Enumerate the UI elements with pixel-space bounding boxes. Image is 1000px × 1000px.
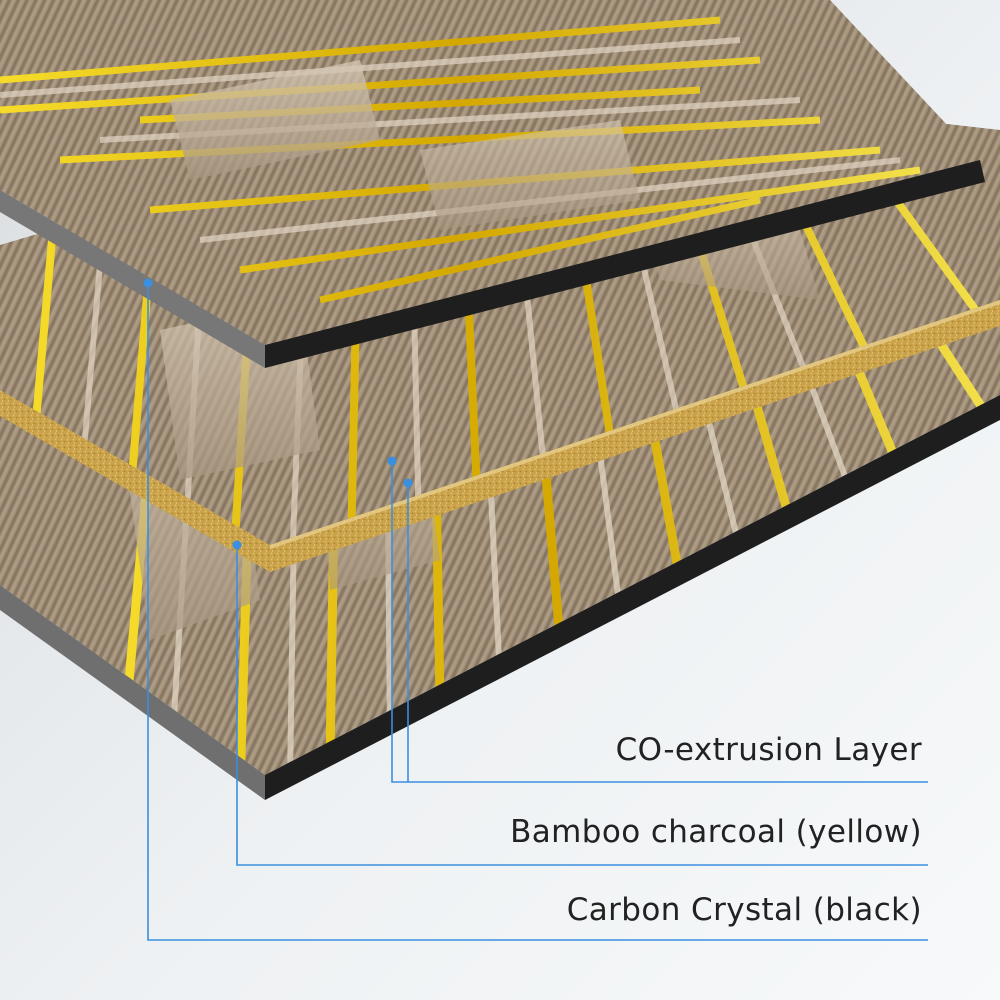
label-coextrusion-layer: CO-extrusion Layer xyxy=(615,732,922,768)
leader-dot-carbon xyxy=(143,278,153,288)
leader-line-coextrusion-a xyxy=(391,461,928,783)
leader-dot-coextrusion-a xyxy=(387,456,397,466)
leader-lines xyxy=(147,283,928,941)
leader-line-bamboo xyxy=(236,545,928,866)
leader-line-carbon xyxy=(147,283,928,941)
top-panel xyxy=(0,0,985,368)
label-bamboo-charcoal: Bamboo charcoal (yellow) xyxy=(510,814,922,850)
leader-dots xyxy=(143,278,413,550)
leader-dot-coextrusion-b xyxy=(403,478,413,488)
label-carbon-crystal: Carbon Crystal (black) xyxy=(566,892,922,928)
leader-dot-bamboo xyxy=(232,540,242,550)
